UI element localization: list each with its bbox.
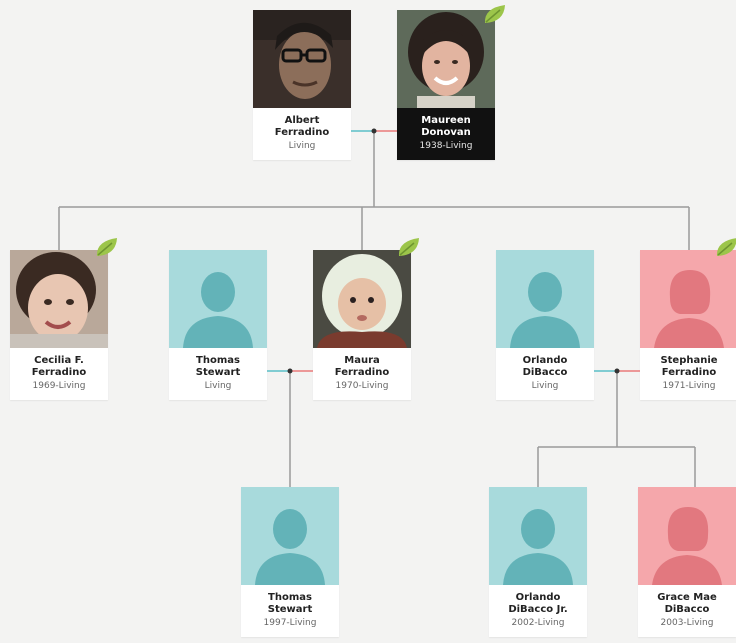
person-card-albert-ferradino[interactable]: Albert Ferradino Living	[253, 10, 351, 160]
male-silhouette-icon	[255, 509, 325, 585]
male-silhouette-icon	[503, 509, 573, 585]
person-name-last: Stewart	[267, 604, 313, 615]
person-dates: 1971-Living	[662, 381, 716, 391]
profile-photo-placeholder	[241, 487, 339, 585]
female-silhouette-icon	[654, 270, 724, 348]
person-card-stephanie-ferradino[interactable]: Stephanie Ferradino 1971-Living	[640, 250, 736, 400]
person-name-last: DiBacco Jr.	[508, 604, 568, 615]
person-dates: 1997-Living	[263, 618, 317, 628]
person-name-first: Maureen	[421, 115, 471, 126]
person-name-last: Stewart	[195, 367, 241, 378]
person-name-last: Ferradino	[661, 367, 717, 378]
person-card-maura-ferradino[interactable]: Maura Ferradino 1970-Living	[313, 250, 411, 400]
person-dates: 2002-Living	[511, 618, 565, 628]
person-name-first: Thomas	[196, 355, 240, 366]
profile-photo-man-glasses	[253, 10, 351, 108]
hint-leaf-icon[interactable]	[714, 235, 736, 259]
person-card-grace-mae-dibacco[interactable]: Grace Mae DiBacco 2003-Living	[638, 487, 736, 637]
person-name-first: Albert	[284, 115, 320, 126]
person-name-first: Stephanie	[660, 355, 718, 366]
person-name-first: Maura	[344, 355, 380, 366]
person-name-first: Thomas	[268, 592, 312, 603]
person-dates: Living	[531, 381, 559, 391]
profile-photo-placeholder	[489, 487, 587, 585]
profile-photo-placeholder	[640, 250, 736, 348]
person-dates: 2003-Living	[660, 618, 714, 628]
hint-leaf-icon[interactable]	[482, 2, 508, 26]
person-name-first: Orlando	[522, 355, 568, 366]
person-card-maureen-donovan[interactable]: Maureen Donovan 1938-Living	[397, 10, 495, 160]
person-dates: Living	[288, 141, 316, 151]
person-card-orlando-dibacco[interactable]: Orlando DiBacco Living	[496, 250, 594, 400]
person-name-last: Ferradino	[334, 367, 390, 378]
person-card-thomas-stewart-child[interactable]: Thomas Stewart 1997-Living	[241, 487, 339, 637]
profile-photo-woman-smiling	[397, 10, 495, 108]
male-silhouette-icon	[510, 272, 580, 348]
person-name-last: Ferradino	[274, 127, 330, 138]
person-card-orlando-dibacco-jr[interactable]: Orlando DiBacco Jr. 2002-Living	[489, 487, 587, 637]
person-card-cecilia-ferradino[interactable]: Cecilia F. Ferradino 1969-Living	[10, 250, 108, 400]
person-name-last: Donovan	[421, 127, 471, 138]
profile-photo-placeholder	[638, 487, 736, 585]
person-name-first: Cecilia F.	[34, 355, 84, 366]
female-silhouette-icon	[652, 507, 722, 585]
person-name-last: Ferradino	[31, 367, 87, 378]
hint-leaf-icon[interactable]	[94, 235, 120, 259]
profile-photo-toddler	[10, 250, 108, 348]
profile-photo-placeholder	[169, 250, 267, 348]
male-silhouette-icon	[183, 272, 253, 348]
person-name-last: DiBacco	[522, 367, 568, 378]
person-dates: Living	[204, 381, 232, 391]
person-dates: 1938-Living	[419, 141, 473, 151]
person-dates: 1969-Living	[32, 381, 86, 391]
hint-leaf-icon[interactable]	[396, 235, 422, 259]
person-name-last: DiBacco	[664, 604, 710, 615]
person-dates: 1970-Living	[335, 381, 389, 391]
person-name-first: Grace Mae	[657, 592, 717, 603]
person-name-first: Orlando	[515, 592, 561, 603]
person-card-thomas-stewart[interactable]: Thomas Stewart Living	[169, 250, 267, 400]
profile-photo-placeholder	[496, 250, 594, 348]
profile-photo-baby-in-hood	[313, 250, 411, 348]
